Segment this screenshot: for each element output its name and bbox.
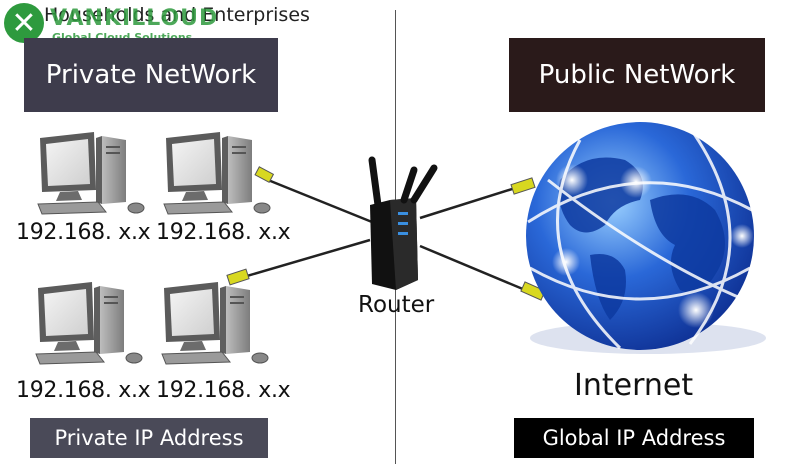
computer-4-ip: 192.168. x.x — [156, 378, 291, 403]
private-ip-address-label: Private IP Address — [30, 418, 268, 458]
computer-icon-4 — [161, 281, 269, 365]
private-network-title: Private NetWork — [24, 38, 278, 112]
cable-pc4-router — [239, 238, 371, 280]
cable-pc2-router — [267, 178, 373, 224]
cable-router-internet-bottom — [419, 244, 531, 294]
global-ip-address-label: Global IP Address — [514, 418, 754, 458]
logo-wordmark: VANKILLOUD — [50, 6, 219, 31]
computer-icon-1 — [37, 131, 145, 215]
computer-1-ip: 192.168. x.x — [16, 220, 151, 245]
computer-icon-2 — [163, 131, 271, 215]
computer-2-ip: 192.168. x.x — [156, 220, 291, 245]
cable-plugs — [226, 166, 546, 301]
cables — [239, 178, 531, 294]
computer-icon-3 — [35, 281, 143, 365]
internet-globe-icon — [526, 122, 766, 354]
computer-3-ip: 192.168. x.x — [16, 378, 151, 403]
internet-label: Internet — [574, 368, 694, 403]
public-network-title: Public NetWork — [509, 38, 765, 112]
plug-pc4 — [226, 268, 250, 286]
cable-router-internet-top — [419, 182, 529, 220]
router-label: Router — [358, 292, 435, 318]
logo-x-icon: ✕ — [4, 3, 44, 43]
logo: ✕ VANKILLOUD Global Cloud Solutions — [0, 0, 240, 48]
plug-pc2 — [254, 166, 275, 183]
plug-internet-top — [510, 177, 536, 195]
header-text: Households and Enterprises — [44, 4, 310, 26]
router-icon — [368, 156, 438, 290]
